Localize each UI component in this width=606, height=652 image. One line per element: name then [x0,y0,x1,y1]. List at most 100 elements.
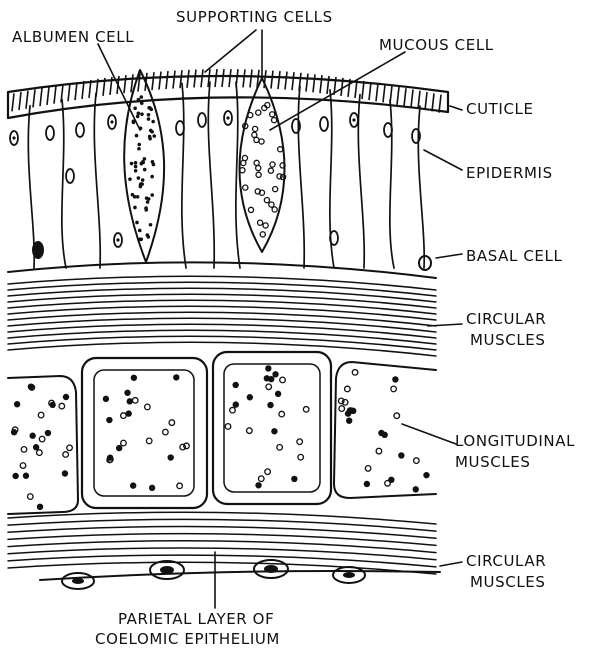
cuticle-stroke [285,72,287,90]
fiber-dot [125,410,131,416]
fiber-dot [365,466,371,472]
leader-circular-lower [440,562,462,566]
fiber-dot [280,377,286,383]
mucous-granule [256,165,261,170]
albumen-granule [133,106,137,110]
cuticle-stroke [292,72,294,90]
albumen-granule [137,176,141,180]
cuticle-stroke [362,81,364,99]
albumen-granule [147,117,151,121]
fiber-dot [20,463,26,469]
albumen-granule [137,98,141,102]
albumen-granule [140,101,144,105]
fiber-dot [63,394,69,400]
fiber-dot [346,417,352,423]
label-circular-muscles-2a: CIRCULAR [466,552,546,570]
cuticle-stroke [124,75,126,93]
label-mucous-cell: MUCOUS CELL [379,36,494,54]
cuticle-stroke [376,83,378,101]
muscle-fiber-sections [11,365,430,510]
mucous-granule [256,110,261,115]
fiber-dot [62,470,68,476]
fiber-dot [413,486,419,492]
nucleolus [352,118,355,121]
fiber-dot [121,413,127,419]
albumen-granule [149,223,153,227]
fiber-dot [21,447,27,453]
fiber-dot [247,394,253,400]
albumen-granule [146,200,150,204]
fiber-dot [414,458,420,464]
albumen-granule [134,165,138,169]
epidermis-cell-wall [182,83,186,268]
albumen-granule [140,182,144,186]
fiber-dot [121,440,127,446]
mucous-granule [260,232,265,237]
fiber-dot [279,411,285,417]
epidermis-nucleus [76,123,84,137]
cuticle-stroke [152,72,154,90]
albumen-granule [140,162,144,166]
albumen-granule [134,161,138,165]
albumen-granule [128,177,132,181]
fiber-dot [265,469,271,475]
label-parietal-a: PARIETAL LAYER OF [118,610,274,628]
epidermis-cell-wall [358,95,364,268]
cuticle-stroke [47,87,49,105]
cuticle-stroke [383,84,385,102]
albumen-granule [137,112,141,116]
cuticle-stroke [229,69,231,87]
albumen-granule [149,108,153,112]
albumen-granule [141,178,145,182]
fiber-dot [29,433,35,439]
fiber-dot [297,439,303,445]
fiber-dot [345,386,351,392]
fiber-dot [37,504,43,510]
cuticle-stroke [320,75,322,93]
albumen-granule [144,206,148,210]
fiber-dot [225,424,231,430]
fiber-dot [146,438,152,444]
fiber-dot [149,485,155,491]
cuticle-stroke [271,71,273,89]
mucous-granule [243,185,248,190]
label-longitudinal-b: MUSCLES [455,453,530,471]
albumen-granule [150,193,154,197]
leader-circular-upper [428,324,462,326]
fiber-dot [378,430,384,436]
fiber-dot [145,404,151,410]
fiber-dot [376,448,382,454]
mucous-granule [268,168,273,173]
fiber-dot [392,376,398,382]
cuticle-stroke [313,74,315,92]
fiber-dot [163,429,169,435]
cuticle-stroke [166,71,168,89]
albumen-granule [139,237,143,241]
mucous-granule [248,207,253,212]
fiber-dot [38,412,44,418]
albumen-granule [148,135,152,139]
fiber-dot [127,398,133,404]
albumen-granule [147,197,151,201]
fiber-dot [385,480,391,486]
fiber-dot [388,477,394,483]
epidermis-nucleus [66,169,74,183]
fiber-dot [277,445,283,451]
epidermis-cell-wall [28,106,34,268]
fiber-dot [49,402,55,408]
albumen-granule [136,115,140,119]
fiber-dot [247,428,253,434]
cuticle-stroke [432,93,434,111]
cuticle-stroke [243,69,245,87]
label-circular-muscles-2b: MUSCLES [470,573,545,591]
label-circular-muscles-1b: MUSCLES [470,331,545,349]
label-epidermis: EPIDERMIS [466,164,553,182]
fiber-dot [37,450,43,456]
epidermis-nucleus [46,126,54,140]
epithelial-cell [254,560,288,578]
albumen-granule [150,175,154,179]
mucous-granule [240,168,245,173]
cuticle-stroke [173,71,175,89]
nucleolus [226,116,229,119]
epidermis-nucleus [198,113,206,127]
